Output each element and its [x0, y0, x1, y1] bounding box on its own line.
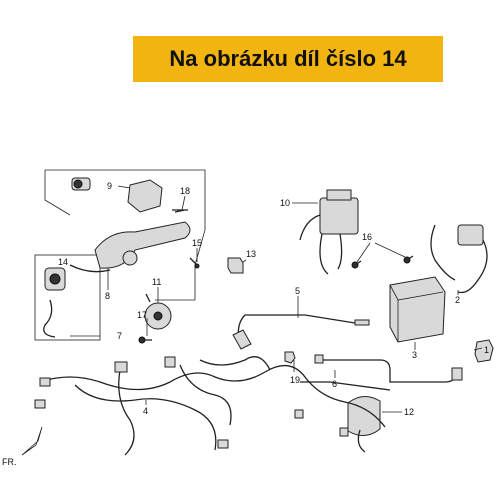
front-direction-indicator: FR.	[2, 426, 43, 467]
callout-3: 3	[412, 350, 417, 360]
callout-14: 14	[58, 257, 68, 267]
callout-1: 1	[484, 345, 489, 355]
horn-part-11	[144, 293, 172, 330]
callout-17: 17	[137, 310, 147, 320]
callout-labels: 1 2 3 4 5 6 7 8 9 10 11 12 13 14 15 16 1…	[58, 181, 489, 417]
regulator-part-12	[347, 396, 381, 453]
callout-5: 5	[295, 286, 300, 296]
callout-4: 4	[143, 406, 148, 416]
callout-2: 2	[455, 295, 460, 305]
wire-harness-part-4	[34, 356, 386, 456]
callout-13: 13	[246, 249, 256, 259]
callout-18: 18	[180, 186, 190, 196]
connector-part-1	[474, 339, 494, 363]
callout-10: 10	[280, 198, 290, 208]
callout-19: 19	[290, 375, 300, 385]
ignition-switch-assembly	[34, 169, 206, 341]
callout-12: 12	[404, 407, 414, 417]
callout-9: 9	[107, 181, 112, 191]
callout-7: 7	[117, 331, 122, 341]
callout-11: 11	[152, 277, 161, 287]
callout-6: 6	[332, 379, 337, 389]
cable-part-6	[300, 354, 463, 391]
screws-part-16	[351, 255, 414, 269]
direction-label: FR.	[2, 457, 17, 467]
spark-plug-lead-part-5	[232, 314, 370, 350]
bolt-part-17	[138, 336, 152, 344]
banner-text: Na obrázku díl číslo 14	[169, 46, 407, 71]
relay-part-10	[299, 189, 359, 275]
callout-15: 15	[192, 238, 202, 248]
cdi-box-part-3	[389, 276, 446, 343]
callout-8: 8	[105, 291, 110, 301]
part-number-banner: Na obrázku díl číslo 14	[133, 36, 443, 82]
callout-16: 16	[362, 232, 372, 242]
terminal-part-19	[284, 351, 296, 364]
ignition-coil-part-2	[430, 224, 488, 294]
connector-part-13	[227, 257, 244, 274]
